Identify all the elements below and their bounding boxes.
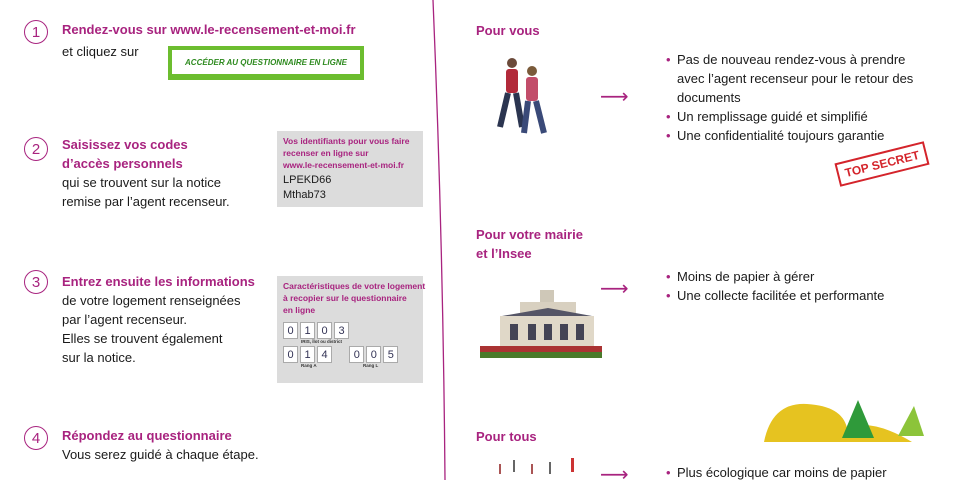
digit-label: Rang A: [301, 363, 317, 368]
step-title: d’accès personnels: [62, 156, 183, 171]
benefit-title: Pour votre mairie: [476, 227, 583, 242]
top-secret-stamp: TOP SECRET: [834, 141, 930, 187]
digit: 0: [283, 322, 298, 339]
step-number: 4: [24, 426, 48, 450]
hills-illustration: [764, 400, 924, 442]
list-item: Une collecte facilitée et performante: [666, 286, 946, 305]
divider-line: [432, 0, 446, 480]
digit: 5: [383, 346, 399, 363]
password-code: Mthab73: [283, 189, 326, 201]
box-heading: www.le-recensement-et-moi.fr: [283, 160, 405, 170]
credentials-box: Vos identifiants pour vous faire recense…: [277, 131, 423, 207]
walking-people-image: [497, 58, 547, 134]
crowd-image: [499, 458, 574, 474]
list-item: Plus écologique car moins de papier: [666, 463, 956, 482]
box-heading: en ligne: [283, 305, 316, 315]
benefit-list: Plus écologique car moins de papier: [666, 463, 956, 482]
box-heading: à recopier sur le questionnaire: [283, 293, 407, 303]
digit: 1: [300, 322, 315, 339]
step-text: qui se trouvent sur la notice: [62, 175, 221, 190]
digit-label: Rang L: [363, 363, 379, 368]
step-title: Rendez-vous sur www.le-recensement-et-mo…: [62, 22, 356, 37]
benefit-list: Pas de nouveau rendez-vous à prendre ave…: [666, 50, 936, 145]
step-title: Entrez ensuite les informations: [62, 274, 255, 289]
arrow-icon: ⟶: [600, 86, 629, 108]
list-item: Une confidentialité toujours garantie: [666, 126, 936, 145]
step-text: Vous serez guidé à chaque étape.: [62, 447, 259, 462]
step-text: de votre logement renseignées: [62, 293, 241, 308]
step-number: 3: [24, 270, 48, 294]
list-item: Pas de nouveau rendez-vous à prendre ave…: [666, 50, 936, 107]
digit: 4: [317, 346, 332, 363]
digit: 0: [283, 346, 298, 363]
dwelling-box: Caractéristiques de votre logement à rec…: [277, 276, 426, 383]
digit: 0: [349, 346, 365, 363]
arrow-icon: ⟶: [600, 464, 629, 486]
step-text: sur la notice.: [62, 350, 136, 365]
digit: 1: [300, 346, 315, 363]
box-heading: Vos identifiants pour vous faire: [283, 136, 410, 146]
arrow-icon: ⟶: [600, 278, 629, 300]
town-hall-image: [480, 290, 602, 358]
step-text: et cliquez sur: [62, 44, 139, 59]
benefit-title: et l’Insee: [476, 246, 532, 261]
list-item: Moins de papier à gérer: [666, 267, 946, 286]
digit: 3: [334, 322, 349, 339]
step-title: Saisissez vos codes: [62, 137, 188, 152]
step-number: 1: [24, 20, 48, 44]
digit: 0: [317, 322, 332, 339]
login-code: LPEKD66: [283, 174, 332, 186]
digit-label: IRIS, îlot ou district: [301, 339, 343, 344]
benefit-title: Pour vous: [476, 23, 540, 38]
step-number: 2: [24, 137, 48, 161]
digit: 0: [366, 346, 382, 363]
box-heading: Caractéristiques de votre logement: [283, 281, 426, 291]
box-heading: recenser en ligne sur: [283, 148, 369, 158]
step-text: remise par l’agent recenseur.: [62, 194, 230, 209]
step-title: Répondez au questionnaire: [62, 428, 232, 443]
benefit-title: Pour tous: [476, 429, 537, 444]
step-text: Elles se trouvent également: [62, 331, 223, 346]
step-text: par l’agent recenseur.: [62, 312, 188, 327]
access-questionnaire-button[interactable]: ACCÉDER AU QUESTIONNAIRE EN LIGNE: [168, 46, 364, 80]
benefit-list: Moins de papier à gérer Une collecte fac…: [666, 267, 946, 305]
list-item: Un remplissage guidé et simplifié: [666, 107, 936, 126]
